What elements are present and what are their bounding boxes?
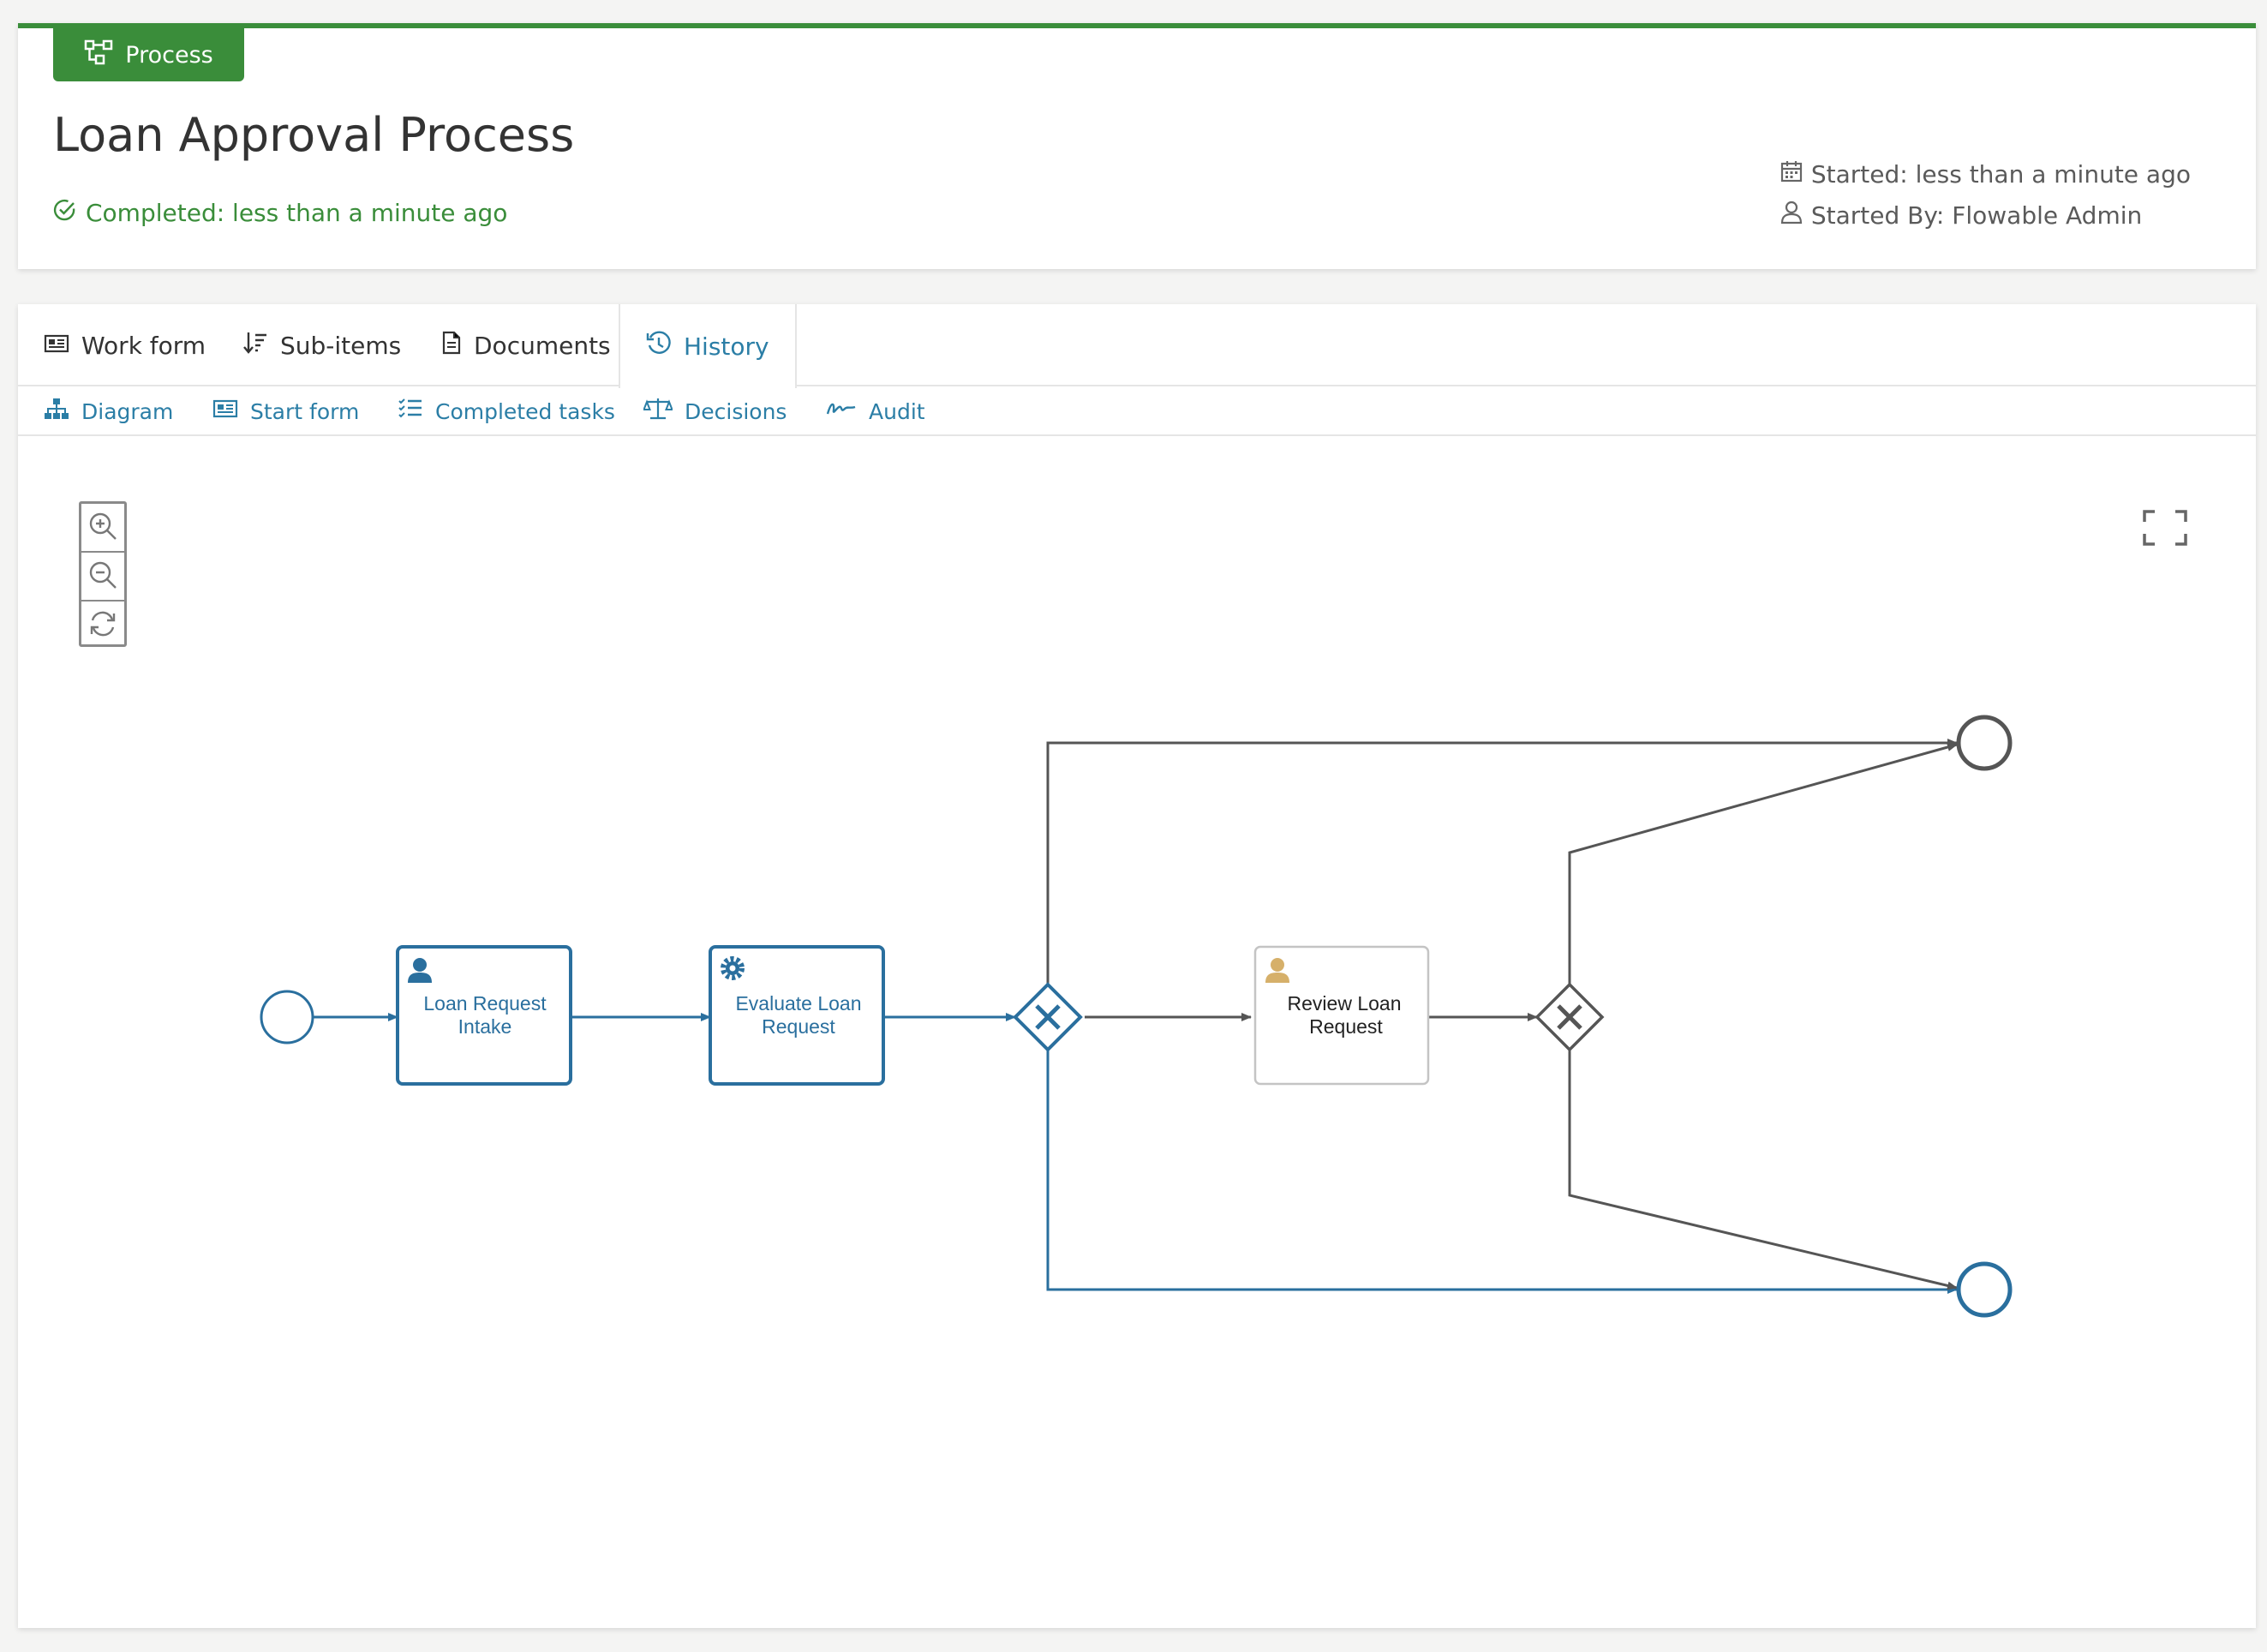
task-label-line2: Intake: [458, 1015, 512, 1038]
expand-icon: [2143, 510, 2187, 549]
process-icon: [84, 39, 113, 71]
sequence-flow: [1568, 1050, 1958, 1290]
started-by-row: Started By: Flowable Admin: [1780, 195, 2191, 236]
task-review-loan-request[interactable]: Review Loan Request: [1253, 945, 1430, 1086]
task-label-line1: Loan Request: [423, 992, 547, 1015]
sequence-flow: [1046, 739, 1958, 985]
task-loan-request-intake[interactable]: Loan Request Intake: [396, 945, 572, 1086]
tab-label: Work form: [81, 331, 206, 360]
subtab-completed-tasks[interactable]: Completed tasks: [398, 386, 615, 436]
form-icon: [44, 332, 69, 360]
zoom-controls: [79, 501, 127, 647]
start-event[interactable]: [260, 990, 314, 1044]
subtab-label: Audit: [869, 398, 925, 424]
tab-label: History: [684, 332, 769, 361]
balance-scale-icon: [643, 397, 673, 426]
history-subtabs: Diagram Start form Completed tasks Decis…: [18, 386, 2256, 436]
tab-documents[interactable]: Documents: [441, 304, 611, 386]
service-task-gear-icon: [721, 956, 745, 980]
tab-label: Sub-items: [280, 331, 402, 360]
sort-icon: [242, 331, 268, 361]
task-label-line1: Review Loan: [1288, 992, 1402, 1015]
subtab-start-form[interactable]: Start form: [212, 386, 359, 436]
user-task-icon: [408, 958, 432, 983]
process-meta: Started: less than a minute ago Started …: [1780, 153, 2191, 236]
started-by-text: Started By: Flowable Admin: [1810, 201, 2143, 230]
exclusive-gateway[interactable]: [1013, 982, 1083, 1052]
checklist-icon: [398, 398, 423, 425]
subtab-label: Decisions: [685, 398, 787, 424]
task-label-line2: Request: [762, 1015, 835, 1038]
form-icon: [212, 398, 238, 424]
calendar-icon: [1780, 159, 1803, 189]
tab-sub-items[interactable]: Sub-items: [242, 304, 401, 386]
task-evaluate-loan-request[interactable]: Evaluate Loan Request: [709, 945, 885, 1086]
started-text: Started: less than a minute ago: [1810, 159, 2191, 189]
subtab-diagram[interactable]: Diagram: [44, 386, 173, 436]
subtab-label: Start form: [250, 398, 360, 424]
process-diagram: Loan Request Intake Evaluate Loan Reques…: [260, 715, 2013, 1318]
end-event[interactable]: [1956, 1261, 2013, 1318]
refresh-icon: [87, 609, 118, 642]
user-icon: [1780, 201, 1803, 230]
signature-icon: [826, 398, 857, 424]
main-tabs: Work form Sub-items Documents History: [18, 304, 2256, 388]
sequence-flow: [1568, 743, 1958, 985]
zoom-out-button[interactable]: [81, 551, 124, 600]
completion-status: Completed: less than a minute ago: [53, 198, 507, 228]
fullscreen-button[interactable]: [2143, 510, 2187, 549]
process-header-card: Process Loan Approval Process Completed:…: [18, 23, 2256, 269]
tab-label: Documents: [474, 331, 611, 360]
user-task-icon: [1265, 958, 1289, 983]
subtab-decisions[interactable]: Decisions: [643, 386, 787, 436]
process-badge-label: Process: [125, 41, 213, 69]
history-icon: [646, 331, 672, 362]
subtab-label: Completed tasks: [435, 398, 615, 424]
end-event[interactable]: [1956, 715, 2013, 771]
task-label-line1: Evaluate Loan: [735, 992, 861, 1015]
subtab-audit[interactable]: Audit: [826, 386, 925, 436]
zoom-out-icon: [88, 560, 117, 593]
task-label-line2: Request: [1309, 1015, 1383, 1038]
page-title: Loan Approval Process: [53, 108, 575, 162]
completion-status-text: Completed: less than a minute ago: [86, 199, 508, 227]
tab-history[interactable]: History: [619, 304, 797, 388]
tab-work-form[interactable]: Work form: [44, 304, 206, 386]
sequence-flow: [1046, 1050, 1958, 1294]
zoom-in-button[interactable]: [81, 504, 124, 551]
check-circle-icon: [53, 198, 77, 228]
subtab-label: Diagram: [81, 398, 174, 424]
reset-zoom-button[interactable]: [81, 600, 124, 649]
process-type-badge: Process: [53, 28, 244, 81]
sitemap-icon: [44, 398, 69, 425]
started-row: Started: less than a minute ago: [1780, 153, 2191, 195]
exclusive-gateway[interactable]: [1534, 982, 1605, 1052]
zoom-in-icon: [88, 512, 117, 544]
document-icon: [441, 331, 462, 361]
details-card: Work form Sub-items Documents History: [18, 304, 2256, 1628]
